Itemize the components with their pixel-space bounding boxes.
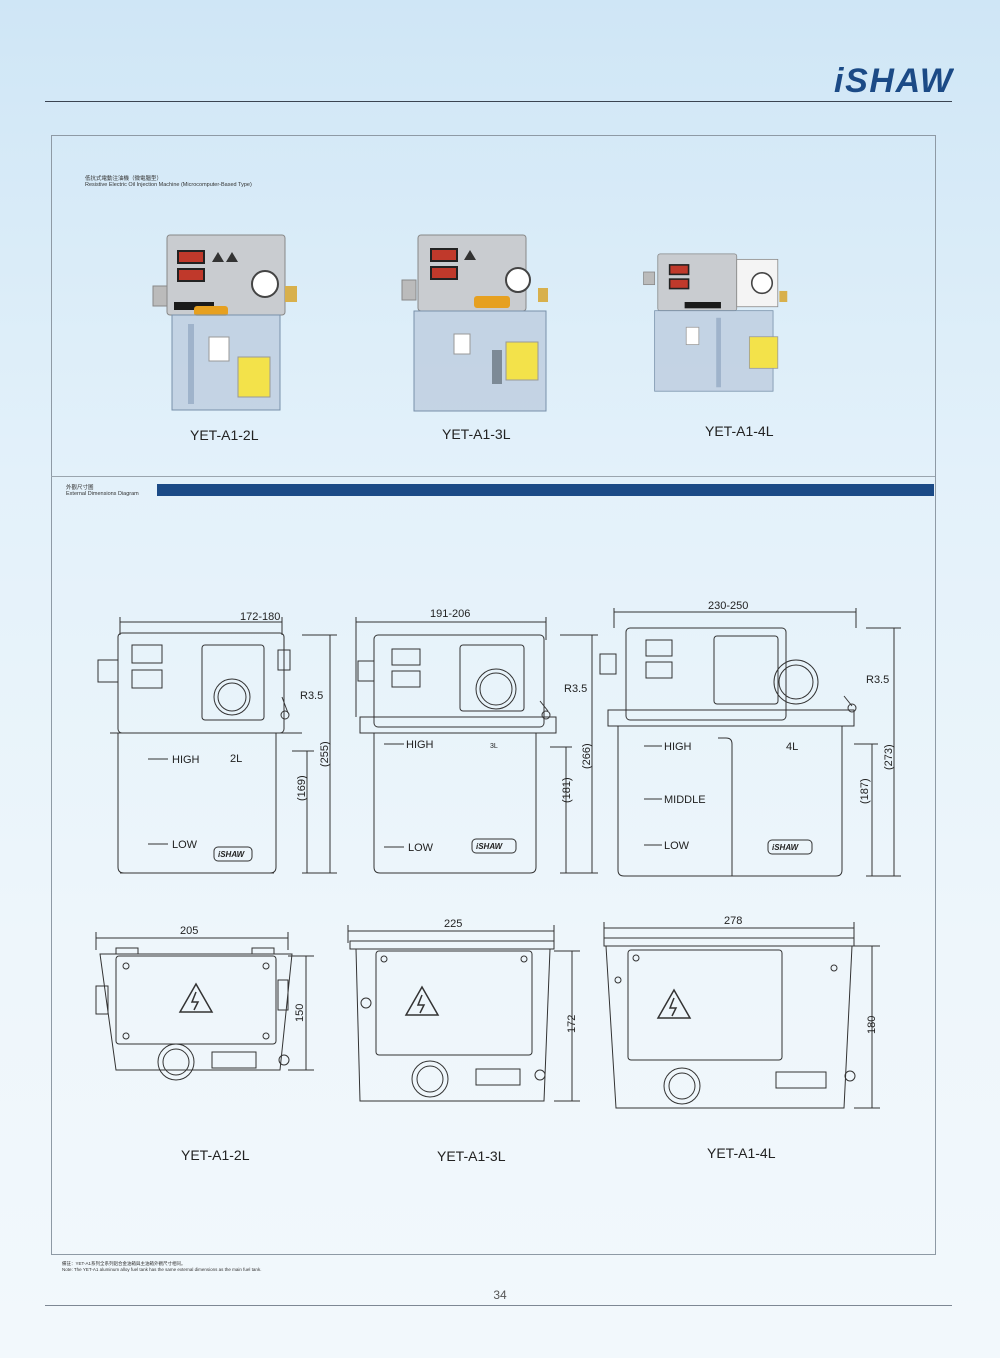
top-view-3l: 225 172 <box>347 918 580 1102</box>
total-height-label: (273) <box>883 744 895 770</box>
radius-label: R3.5 <box>564 683 587 695</box>
product-label-2l: YET-A1-2L <box>190 427 259 443</box>
product-photo-2l <box>152 234 297 411</box>
width-label: 205 <box>180 925 198 937</box>
depth-label: 180 <box>866 1016 878 1034</box>
tank-logo: iSHAW <box>772 843 800 852</box>
width-label: 172-180 <box>240 611 280 623</box>
depth-label: 172 <box>566 1015 578 1033</box>
note-en: Note: The YET-A1 aluminum alloy fuel tan… <box>62 1267 262 1272</box>
total-height-label: (266) <box>581 743 593 769</box>
section-divider <box>51 476 935 477</box>
top-view-label-3l: YET-A1-3L <box>437 1148 506 1164</box>
low-label: LOW <box>664 840 690 852</box>
page-number: 34 <box>493 1288 507 1302</box>
tank-height-label: (187) <box>859 778 871 804</box>
front-view-2l: 172-180 R3.5 HIGH LOW 2L iSHAW (255) (16… <box>97 611 337 874</box>
footer-rule <box>45 1305 952 1306</box>
top-view-2l: 205 150 <box>95 925 314 1081</box>
width-label: 225 <box>444 918 462 930</box>
low-label: LOW <box>172 839 198 851</box>
tank-logo: iSHAW <box>218 850 246 859</box>
depth-label: 150 <box>294 1004 306 1022</box>
radius-label: R3.5 <box>866 674 889 686</box>
front-view-4l: 230-250 R3.5 HIGH MIDDLE LOW 4L iSHAW (2… <box>599 600 901 877</box>
section-title-en: Resistive Electric Oil Injection Machine… <box>85 182 252 188</box>
ishaw-logo: iSHAW <box>834 62 954 98</box>
top-view-4l: 278 180 <box>603 915 880 1109</box>
high-label: HIGH <box>172 754 200 766</box>
product-photo-3l <box>401 234 548 412</box>
width-label: 230-250 <box>708 600 748 612</box>
low-label: LOW <box>408 842 434 854</box>
tank-logo: iSHAW <box>476 842 504 851</box>
dimensions-title-en: External Dimensions Diagram <box>66 491 139 497</box>
capacity-label: 4L <box>786 741 798 753</box>
tank-height-label: (181) <box>561 777 573 803</box>
note-zh: 備註：YET-A1系列全系列鋁合金油箱與主油箱外觀尺寸相同。 <box>62 1261 186 1266</box>
content-panel <box>51 135 936 1255</box>
dimensions-title-zh: 外觀尺寸圖 <box>66 485 94 491</box>
width-label: 191-206 <box>430 608 470 620</box>
header-rule <box>45 101 952 102</box>
svg-text:iSHAW: iSHAW <box>834 62 954 98</box>
capacity-label: 3L <box>490 743 498 750</box>
product-label-4l: YET-A1-4L <box>705 423 774 439</box>
capacity-label: 2L <box>230 753 242 765</box>
section-title-zh: 低抗式電動注油機（微電腦型） <box>85 176 163 182</box>
top-view-label-2l: YET-A1-2L <box>181 1147 250 1163</box>
middle-label: MIDDLE <box>664 794 706 806</box>
section-band <box>157 484 934 496</box>
product-photo-4l <box>643 253 788 392</box>
high-label: HIGH <box>406 739 434 751</box>
radius-label: R3.5 <box>300 690 323 702</box>
tank-height-label: (169) <box>296 775 308 801</box>
total-height-label: (255) <box>319 741 331 767</box>
top-view-label-4l: YET-A1-4L <box>707 1145 776 1161</box>
high-label: HIGH <box>664 741 692 753</box>
width-label: 278 <box>724 915 742 927</box>
front-view-3l: 191-206 R3.5 HIGH LOW 3L iSHAW (266) (18… <box>355 608 598 874</box>
product-label-3l: YET-A1-3L <box>442 426 511 442</box>
